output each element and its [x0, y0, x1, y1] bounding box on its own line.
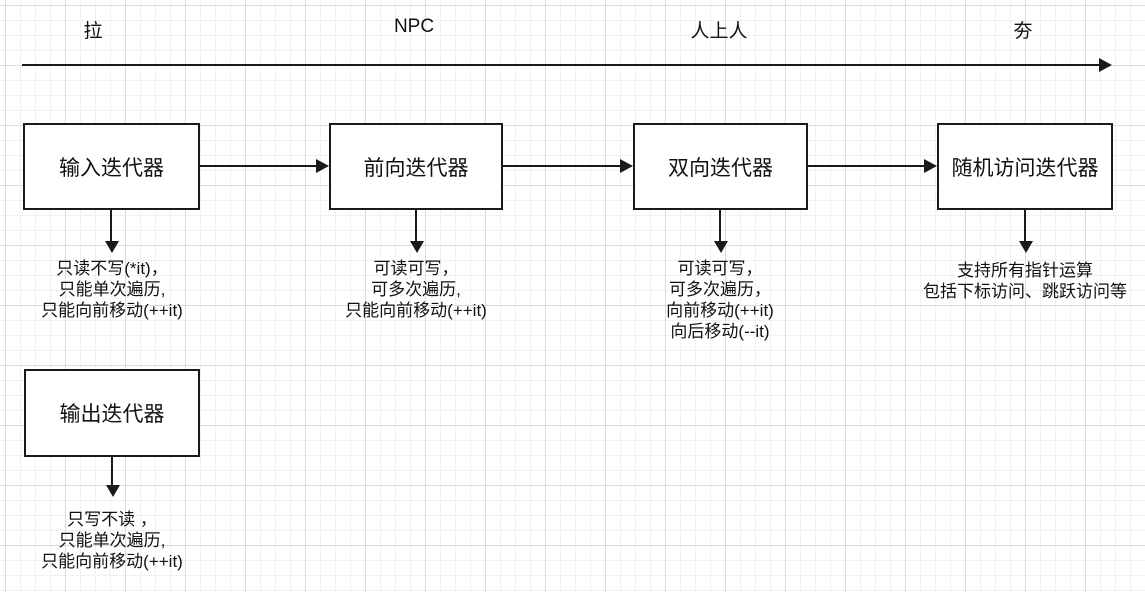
note-line: 只写不读 ，	[67, 510, 157, 529]
note-line: 只能单次遍历,	[58, 280, 166, 299]
note-line: 只能向前移动(++it)	[41, 301, 183, 320]
note-line: 只读不写(*it)，	[56, 259, 168, 278]
iterator-box-forward: 前向迭代器	[329, 123, 503, 210]
iterator-box-forward-label: 前向迭代器	[363, 156, 469, 180]
iterator-box-output: 输出迭代器	[24, 369, 200, 457]
down-arrow-random-access	[1019, 210, 1033, 253]
note-line: 包括下标访问、跳跃访问等	[923, 282, 1127, 301]
tier-label-hang: 夯	[1013, 21, 1033, 42]
note-line: 可读可写，	[677, 259, 763, 278]
note-bidirectional: 可读可写， 可多次遍历， 向前移动(++it) 向后移动(--it)	[666, 258, 774, 342]
note-line: 向前移动(++it)	[666, 301, 774, 320]
note-input: 只读不写(*it)， 只能单次遍历, 只能向前移动(++it)	[41, 258, 183, 321]
down-arrow-bidirectional	[714, 210, 728, 253]
note-line: 支持所有指针运算	[957, 261, 1093, 280]
note-line: 只能向前移动(++it)	[345, 301, 487, 320]
tier-label-la: 拉	[83, 21, 103, 42]
note-output: 只写不读 ， 只能单次遍历, 只能向前移动(++it)	[41, 509, 183, 572]
connector-forward-to-bidirectional	[503, 159, 633, 173]
iterator-box-output-label: 输出迭代器	[59, 403, 165, 426]
tier-label-renshangren: 人上人	[690, 21, 748, 42]
note-line: 可多次遍历，	[669, 280, 771, 299]
note-line: 可读可写，	[373, 259, 459, 278]
note-forward: 可读可写， 可多次遍历, 只能向前移动(++it)	[345, 258, 487, 321]
tier-label-npc: NPC	[393, 16, 435, 37]
note-line: 只能向前移动(++it)	[41, 552, 183, 571]
note-line: 只能单次遍历,	[58, 531, 166, 550]
note-line: 可多次遍历,	[371, 280, 461, 299]
note-line: 向后移动(--it)	[670, 322, 770, 341]
iterator-box-random-access-label: 随机访问迭代器	[951, 156, 1099, 180]
iterator-box-input-label: 输入迭代器	[59, 156, 164, 180]
connector-bidirectional-to-random	[808, 159, 937, 173]
connector-input-to-forward	[200, 159, 329, 173]
down-arrow-forward	[410, 210, 424, 253]
iterator-box-bidirectional: 双向迭代器	[633, 123, 808, 210]
capability-axis-arrow	[22, 58, 1112, 72]
down-arrow-output	[106, 457, 120, 497]
down-arrow-input	[105, 210, 119, 253]
note-random-access: 支持所有指针运算 包括下标访问、跳跃访问等	[923, 260, 1127, 302]
iterator-box-bidirectional-label: 双向迭代器	[668, 156, 773, 180]
iterator-box-input: 输入迭代器	[23, 123, 200, 210]
iterator-box-random-access: 随机访问迭代器	[937, 123, 1113, 210]
